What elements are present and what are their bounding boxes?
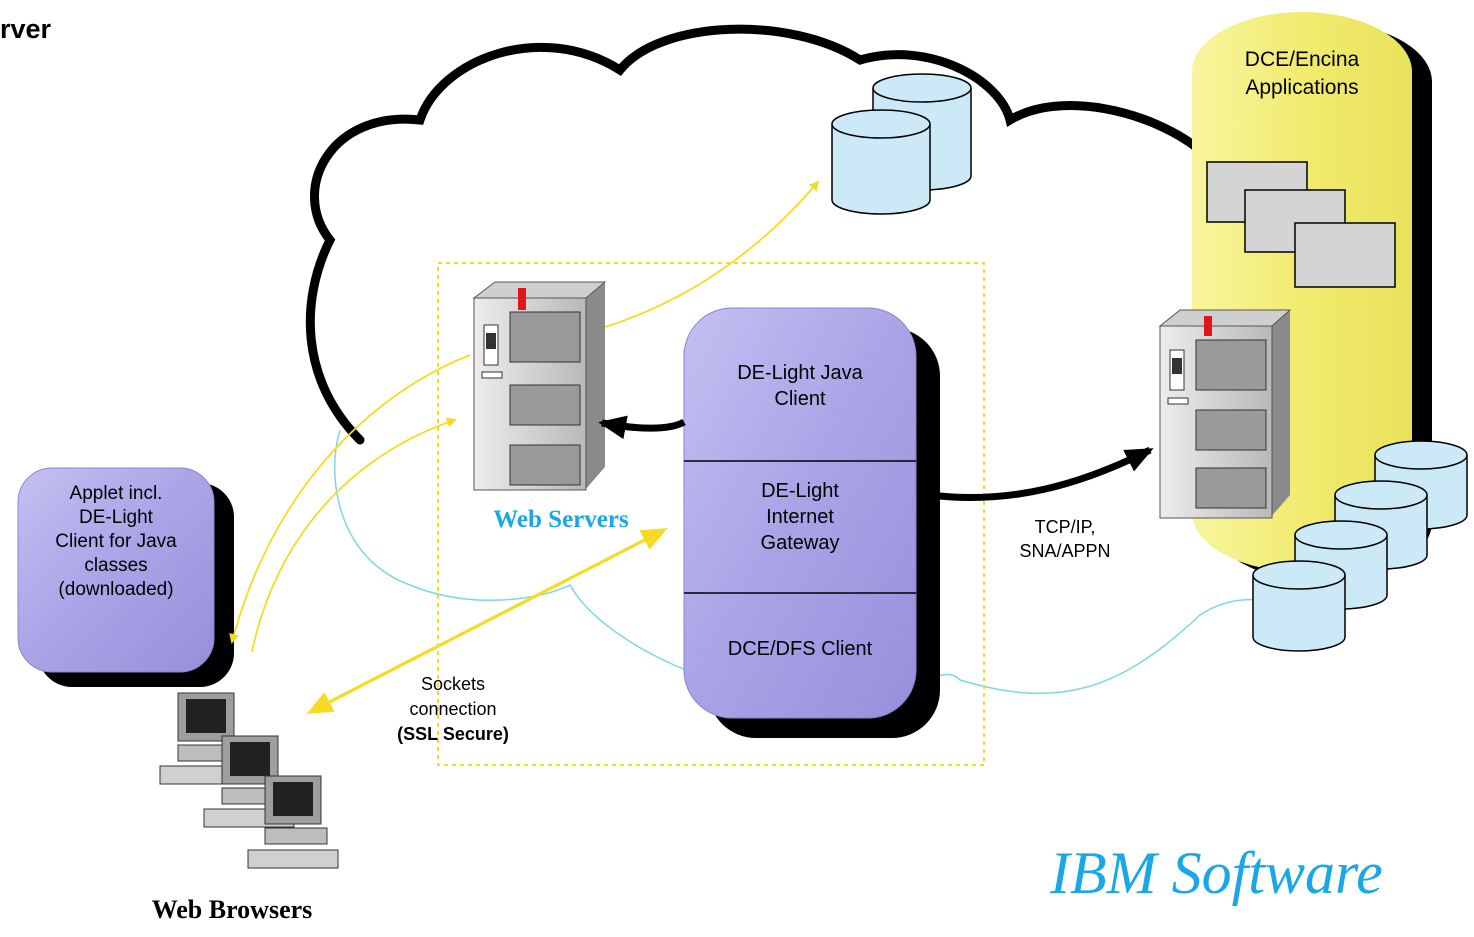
yellow-connection-arrows: [229, 180, 820, 653]
sockets-connection-arrow: [306, 528, 668, 714]
web-browser-workstations: [159, 692, 339, 869]
application-database-cylinders: [1252, 440, 1468, 652]
protocol-line-2: SNA/APPN: [1019, 541, 1111, 561]
arrow-gateway-to-app-server: [929, 446, 1154, 502]
internet-cloud: [305, 24, 1205, 445]
applet-line-5: (downloaded): [58, 579, 174, 600]
applet-box-label: Applet incl. DE-Light Client for Java cl…: [18, 482, 214, 602]
sockets-line-2: connection: [409, 699, 497, 719]
applications-title-line-1: DCE/Encina: [1244, 48, 1360, 71]
gateway-box: [683, 307, 940, 738]
arrow-browser-to-server: [251, 417, 457, 653]
gateway-section-1-line-1: DE-Light Java: [737, 362, 863, 384]
applet-line-4: classes: [84, 555, 148, 576]
arrow-server-to-internet-db: [604, 180, 820, 328]
gateway-section-1-line-2: Client: [774, 388, 826, 410]
ibm-software-logo: IBM Software: [1050, 840, 1383, 906]
sockets-connection-label: Sockets connection (SSL Secure): [378, 672, 528, 747]
gateway-section-internet-gateway: DE-Light Internet Gateway: [684, 478, 916, 556]
gateway-section-2-line-1: DE-Light: [761, 480, 839, 502]
gateway-region-outline: [437, 262, 985, 766]
applet-line-3: Client for Java: [55, 531, 177, 552]
applet-box: [17, 467, 234, 687]
applications-title-line-2: Applications: [1245, 76, 1359, 99]
gateway-section-dce-dfs-client: DCE/DFS Client: [727, 638, 873, 660]
protocol-label: TCP/IP, SNA/APPN: [1000, 515, 1130, 563]
application-server-tower: [1158, 309, 1292, 519]
application-windows: [1206, 161, 1396, 288]
applications-panel-title: DCE/Encina Applications: [1192, 46, 1412, 102]
applet-line-1: Applet incl.: [69, 483, 163, 504]
sockets-line-1: Sockets: [420, 674, 486, 694]
arrow-server-to-applet: [229, 354, 471, 644]
web-browsers-label: Web Browsers: [151, 895, 313, 924]
applet-line-2: DE-Light: [79, 507, 153, 528]
gateway-section-2-line-2: Internet: [766, 506, 834, 528]
protocol-line-1: TCP/IP,: [1034, 517, 1096, 537]
gateway-section-java-client: DE-Light Java Client: [684, 360, 916, 412]
web-server-tower: [472, 281, 607, 491]
header-title-fragment: rver: [0, 14, 52, 44]
internet-database-cylinders: [831, 73, 972, 215]
gateway-section-2-line-3: Gateway: [760, 532, 840, 554]
sockets-emphasis: (SSL Secure): [397, 724, 509, 744]
web-servers-label: Web Servers: [493, 506, 629, 533]
arrow-gateway-to-web-server: [598, 415, 686, 440]
